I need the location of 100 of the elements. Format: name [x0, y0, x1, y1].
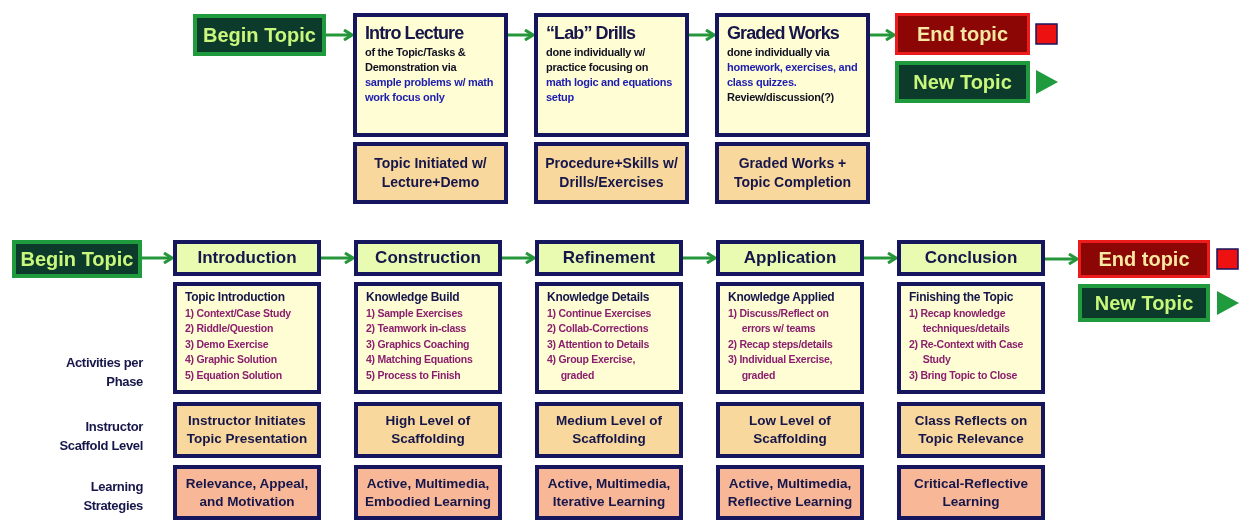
activity-item: 2) Teamwork in-class [366, 321, 467, 336]
box-label: Introduction [197, 247, 297, 270]
phase-header-box [897, 240, 1045, 276]
phase-description: sample problems w/ math work focus only [365, 75, 495, 105]
phase-description: homework, exercises, and class quizzes. [727, 60, 858, 90]
activity-list-box [354, 282, 502, 394]
box-label: Begin Topic [20, 247, 134, 272]
box-text: High Level of Scaffolding [384, 412, 472, 448]
activity-list-box [535, 282, 683, 394]
phase-description: done individually via [727, 45, 830, 60]
phase-description: Review/discussion(?) [727, 90, 834, 105]
activity-item: 4) Matching Equations [366, 352, 473, 367]
activity-item: 3) Graphics Coaching [366, 336, 470, 352]
box-label: End topic [916, 22, 1009, 47]
row-label: Activities per Phase [64, 354, 143, 391]
box-text: Graded Works + Topic Completion [732, 154, 853, 192]
box-label: End topic [1098, 247, 1190, 272]
phase-title: Knowledge Applied [728, 290, 835, 306]
activity-item: 1) Sample Exercises [366, 305, 463, 321]
row-label: Instructor Scaffold Level [58, 418, 143, 455]
new-topic-box [895, 61, 1030, 103]
box-text: Topic Initiated w/ Lecture+Demo [373, 154, 488, 192]
phase-header-box [173, 240, 321, 276]
outcome-box [534, 142, 689, 204]
phase-box [715, 13, 870, 137]
box-text: Active, Multimedia, Embodied Learning [364, 474, 492, 511]
scaffold-box [354, 402, 502, 458]
scaffold-box [535, 402, 683, 458]
phase-header-box [535, 240, 683, 276]
start-box [12, 240, 142, 278]
phase-title: Topic Introduction [185, 290, 285, 306]
end-box [895, 13, 1030, 55]
box-label: New Topic [913, 70, 1012, 95]
activity-item: 2) Re-Context with Case Study [909, 336, 1025, 367]
arrow [502, 251, 536, 265]
box-label: Construction [375, 247, 481, 270]
phase-description: of the Topic/Tasks & Demonstration via [365, 45, 467, 75]
activity-item: 4) Group Exercise, graded [547, 352, 637, 383]
box-text: Medium Level of Scaffolding [555, 412, 663, 448]
phase-description: math logic and equations setup [546, 75, 674, 105]
phase-box [534, 13, 689, 137]
phase-title: Finishing the Topic [909, 290, 1014, 306]
activity-item: 3) Demo Exercise [185, 336, 269, 352]
activity-list-box [897, 282, 1045, 394]
arrow [683, 251, 717, 265]
strategy-box [173, 465, 321, 520]
activity-item: 3) Attention to Details [547, 336, 650, 352]
outcome-box [715, 142, 870, 204]
box-text: Relevance, Appeal, and Motivation [184, 474, 310, 511]
activity-item: 1) Continue Exercises [547, 305, 652, 321]
scaffold-box [716, 402, 864, 458]
activity-item: 1) Context/Case Study [185, 305, 291, 321]
arrow [870, 28, 896, 42]
arrow [1045, 252, 1079, 266]
activity-item: 1) Recap knowledge techniques/details [909, 305, 1011, 336]
arrow [326, 28, 354, 42]
arrow [864, 251, 898, 265]
phase-title: Graded Works [727, 22, 839, 45]
strategy-box [535, 465, 683, 520]
box-label: Conclusion [924, 247, 1018, 270]
phase-title: Intro Lecture [365, 22, 464, 45]
box-text: Critical-Reflective Learning [912, 474, 1029, 511]
activity-list-box [716, 282, 864, 394]
outcome-box [353, 142, 508, 204]
end-box [1078, 240, 1210, 278]
box-text: Class Reflects on Topic Relevance [913, 412, 1029, 448]
box-label: Begin Topic [203, 23, 316, 48]
arrow [689, 28, 716, 42]
activity-list-box [173, 282, 321, 394]
strategy-box [716, 465, 864, 520]
box-text: Low Level of Scaffolding [748, 412, 832, 448]
box-label: New Topic [1094, 291, 1194, 316]
row-label: Learning Strategies [82, 478, 143, 515]
phase-header-box [716, 240, 864, 276]
box-text: Active, Multimedia, Reflective Learning [726, 474, 854, 511]
activity-item: 3) Bring Topic to Close [909, 367, 1018, 383]
activity-item: 5) Process to Finish [366, 367, 461, 383]
new-topic-box [1078, 284, 1210, 322]
activity-item: 2) Collab-Corrections [547, 321, 649, 336]
box-label: Application [743, 247, 837, 270]
activity-item: 5) Equation Solution [185, 367, 282, 383]
arrow [508, 28, 535, 42]
arrow [321, 251, 355, 265]
phase-title: Knowledge Details [547, 290, 650, 306]
scaffold-box [173, 402, 321, 458]
phase-box [353, 13, 508, 137]
activity-item: 2) Recap steps/details [728, 336, 833, 352]
box-text: Active, Multimedia, Iterative Learning [546, 474, 672, 511]
phase-description: done individually w/ practice focusing on [546, 45, 650, 75]
activity-item: 2) Riddle/Question [185, 321, 275, 336]
arrow [142, 251, 174, 265]
phase-title: “Lab” Drills [546, 22, 636, 45]
phase-header-box [354, 240, 502, 276]
activity-item: 3) Individual Exercise, graded [728, 352, 834, 383]
strategy-box [897, 465, 1045, 520]
box-label: Refinement [562, 247, 656, 270]
start-box [193, 14, 326, 56]
phase-title: Knowledge Build [366, 290, 460, 306]
activity-item: 1) Discuss/Reflect on errors w/ teams [728, 305, 830, 336]
scaffold-box [897, 402, 1045, 458]
